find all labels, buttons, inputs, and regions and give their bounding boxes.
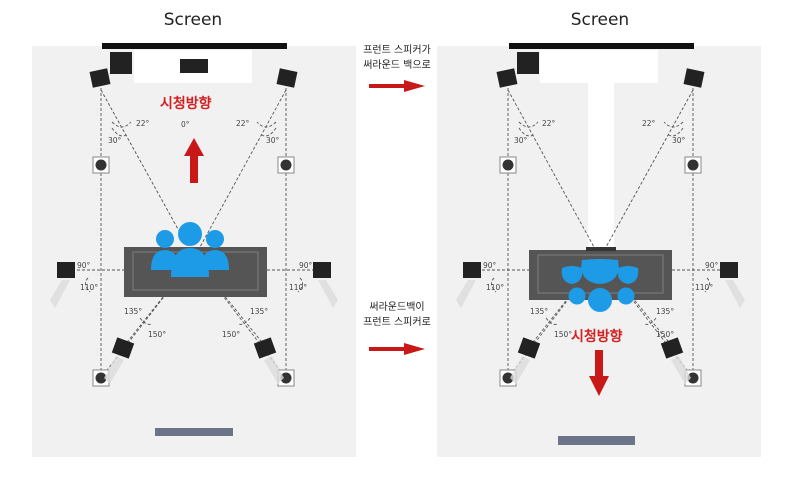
left-angle-135-right: 135° — [250, 307, 268, 316]
left-sound-shadows — [50, 280, 338, 384]
right-viewing-arrow-down — [589, 350, 609, 396]
transition-arrow-bottom — [369, 343, 425, 355]
right-surround-right-speaker — [720, 262, 738, 278]
left-angle-22-right: 22° — [236, 119, 250, 128]
right-angle-90-left: 90° — [483, 261, 497, 270]
left-viewing-arrow-up — [184, 138, 204, 183]
right-surround-left-speaker — [463, 262, 481, 278]
right-wide-right-speaker — [684, 156, 702, 174]
right-angle-150-right: 150° — [656, 330, 674, 339]
left-angle-110-left: 110° — [80, 283, 98, 292]
note-bottom-line2: 프런트 스피커로 — [363, 317, 431, 328]
right-angle-135-right: 135° — [656, 307, 674, 316]
left-surround-right-speaker — [313, 262, 331, 278]
left-surround-left-speaker — [57, 262, 75, 278]
right-viewing-direction-label: 시청방향 — [571, 328, 623, 345]
right-sofa-top — [586, 247, 616, 251]
right-wide-left-speaker — [499, 156, 517, 174]
right-sound-shadows — [456, 280, 745, 384]
note-bottom-line1: 써라운드백이 — [369, 302, 425, 313]
note-top: 프런트 스피커가 써라운드 백으로 — [342, 43, 452, 73]
right-angle-22-left: 22° — [542, 119, 556, 128]
left-angle-135-left: 135° — [124, 307, 142, 316]
left-angle-90-right: 90° — [299, 261, 313, 270]
left-people-icon — [151, 222, 229, 277]
left-wide-right-speaker — [277, 156, 295, 174]
right-tv-bar — [558, 436, 635, 445]
right-angle-110-right: 110° — [695, 283, 713, 292]
left-angle-30-right: 30° — [266, 136, 280, 145]
right-angle-150-left: 150° — [554, 330, 572, 339]
note-bottom: 써라운드백이 프런트 스피커로 — [342, 300, 452, 330]
left-panel: 0° 22° 22° 30° 30° 90° 90° 110° 110° 135… — [32, 43, 356, 457]
transition-arrow-top — [369, 80, 425, 92]
left-angle-90-left: 90° — [77, 261, 91, 270]
right-angle-22-right: 22° — [642, 119, 656, 128]
left-center-speaker — [180, 59, 208, 73]
left-viewing-direction-label: 시청방향 — [160, 95, 212, 112]
left-angle-150-right: 150° — [222, 330, 240, 339]
right-center-column — [588, 80, 614, 250]
note-top-line1: 프런트 스피커가 — [363, 45, 431, 56]
left-tv-bar — [155, 428, 233, 436]
right-people-icon — [561, 259, 639, 312]
right-stage-box — [517, 52, 539, 74]
left-angle-0: 0° — [181, 120, 190, 129]
right-angle-30-left: 30° — [514, 136, 528, 145]
right-angle-90-right: 90° — [705, 261, 719, 270]
right-panel: 22° 22° 30° 30° 90° 90° 110° 110° 135° 1… — [437, 43, 761, 457]
left-stage-box — [110, 52, 132, 74]
left-angle-150-left: 150° — [148, 330, 166, 339]
left-angle-22-left: 22° — [136, 119, 150, 128]
left-screen-bar — [102, 43, 287, 49]
note-top-line2: 써라운드 백으로 — [363, 60, 431, 71]
left-angle-30-left: 30° — [108, 136, 122, 145]
left-angle-110-right: 110° — [289, 283, 307, 292]
right-angle-135-left: 135° — [530, 307, 548, 316]
left-wide-left-speaker — [92, 156, 110, 174]
right-stage — [540, 50, 658, 83]
right-screen-bar — [509, 43, 694, 49]
right-angle-30-right: 30° — [672, 136, 686, 145]
right-angle-110-left: 110° — [486, 283, 504, 292]
right-screen-label: Screen — [570, 10, 630, 30]
left-screen-label: Screen — [163, 10, 223, 30]
